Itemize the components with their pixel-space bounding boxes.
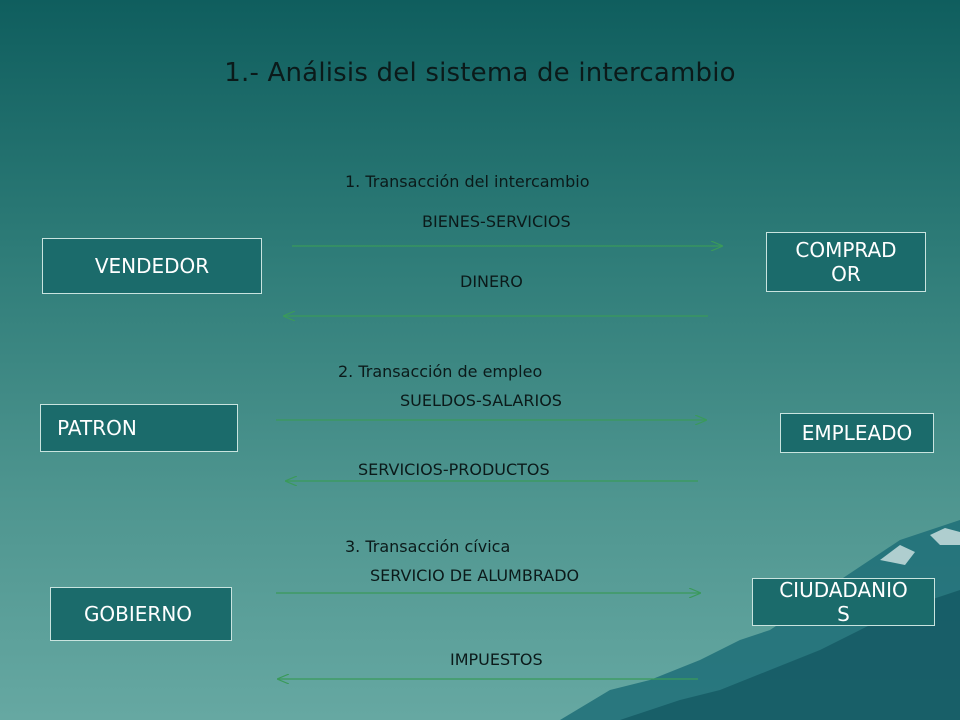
transaction-2-forward-label: SUELDOS-SALARIOS — [400, 391, 562, 410]
ciudadanios-box: CIUDADANIO S — [752, 578, 935, 626]
ciudadanios-label-line2: S — [837, 602, 850, 626]
transaction-3-backward-label: IMPUESTOS — [450, 650, 543, 669]
vendedor-box: VENDEDOR — [42, 238, 262, 294]
comprador-label-line1: COMPRAD — [795, 238, 897, 262]
empleado-label: EMPLEADO — [801, 421, 913, 445]
transaction-1-backward-label: DINERO — [460, 272, 523, 291]
vendedor-label: VENDEDOR — [94, 254, 210, 278]
ciudadanios-label-line1: CIUDADANIO — [779, 578, 908, 602]
gobierno-box: GOBIERNO — [50, 587, 232, 641]
transaction-1-heading: 1. Transacción del intercambio — [345, 172, 590, 191]
gobierno-label: GOBIERNO — [83, 602, 193, 626]
empleado-box: EMPLEADO — [780, 413, 934, 453]
transaction-2-heading: 2. Transacción de empleo — [338, 362, 543, 381]
transaction-3-forward-label: SERVICIO DE ALUMBRADO — [370, 566, 580, 585]
comprador-box: COMPRAD OR — [766, 232, 926, 292]
transaction-2-backward-label: SERVICIOS-PRODUCTOS — [358, 460, 550, 479]
patron-box: PATRON — [40, 404, 238, 452]
transaction-3-heading: 3. Transacción cívica — [345, 537, 511, 556]
comprador-label-line2: OR — [831, 262, 861, 286]
transaction-1-forward-label: BIENES-SERVICIOS — [422, 212, 571, 231]
patron-label: PATRON — [57, 416, 137, 440]
slide-title: 1.- Análisis del sistema de intercambio — [224, 58, 736, 88]
